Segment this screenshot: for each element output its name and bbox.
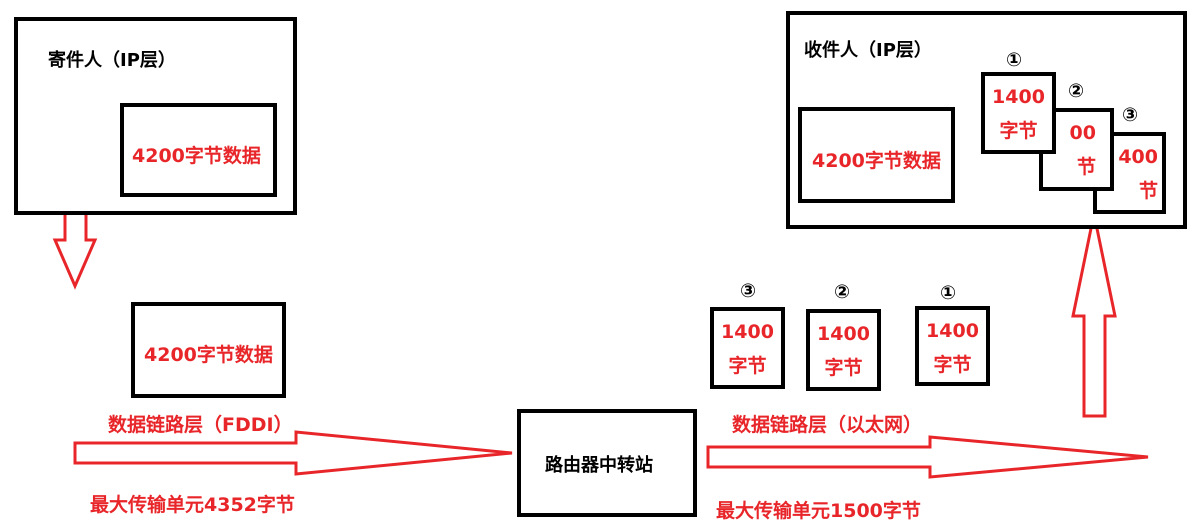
recv-fragment-2-unit: 节 — [1076, 156, 1096, 178]
recv-frag2-num: ② — [1068, 80, 1085, 102]
recv-fragment-3-size: 400 — [1118, 146, 1158, 168]
fragment-1-unit: 字节 — [933, 354, 972, 376]
left-mtu-label: 最大传输单元4352字节 — [90, 494, 295, 516]
left-layer-label: 数据链路层（FDDI） — [108, 414, 293, 436]
fragment-2-size: 1400 — [817, 323, 870, 345]
link-data-label: 4200字节数据 — [144, 344, 273, 366]
recv-fragment-3-unit: 节 — [1138, 180, 1158, 202]
fragment-2: 1400 字节 — [806, 309, 881, 391]
fragment-1-size: 1400 — [926, 320, 979, 342]
recv-fragment-1-size: 1400 — [992, 86, 1045, 108]
fragment-3-size: 1400 — [721, 321, 774, 343]
sender-title: 寄件人（IP层） — [48, 50, 176, 71]
frag3-num: ③ — [740, 280, 757, 302]
right-layer-label: 数据链路层（以太网） — [732, 414, 923, 436]
receiver-title: 收件人（IP层） — [804, 40, 932, 61]
recv-fragment-2-size: 00 — [1069, 122, 1096, 144]
fragment-3: 1400 字节 — [710, 307, 785, 389]
fragment-2-unit: 字节 — [824, 357, 863, 379]
router-box — [517, 409, 697, 517]
sender-data-label: 4200字节数据 — [132, 145, 261, 167]
right-link-arrow — [706, 435, 1149, 479]
recv-fragment-1-unit: 字节 — [999, 120, 1038, 142]
up-arrow — [1071, 213, 1117, 418]
recv-frag1-num: ① — [1006, 49, 1023, 71]
receiver-data-label: 4200字节数据 — [812, 150, 941, 172]
right-mtu-label: 最大传输单元1500字节 — [716, 500, 921, 522]
recv-frag3-num: ③ — [1122, 104, 1139, 126]
frag1-num: ① — [940, 282, 957, 304]
link-data-box — [131, 302, 286, 398]
receiver-data-box — [798, 107, 955, 203]
frag2-num: ② — [834, 281, 851, 303]
router-label: 路由器中转站 — [545, 455, 653, 476]
sender-data-box — [120, 103, 277, 197]
fragment-1: 1400 字节 — [915, 306, 990, 386]
recv-fragment-1: 1400 字节 — [981, 72, 1056, 154]
fragment-3-unit: 字节 — [728, 355, 767, 377]
left-link-arrow — [73, 430, 513, 476]
